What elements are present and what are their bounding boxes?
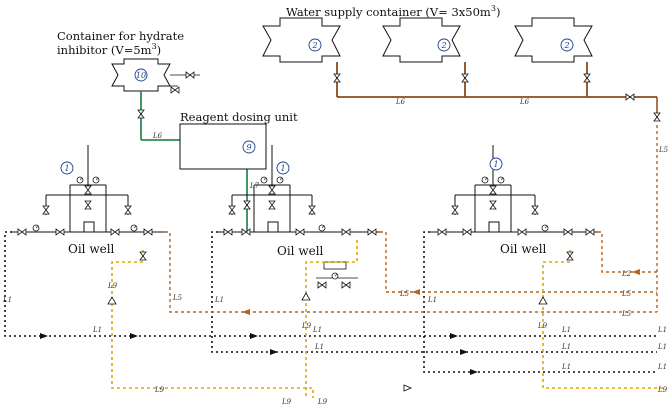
inhibitor-label: L6 [152,132,163,140]
yellow-label-1: L9 [107,282,118,290]
reagent-dosing-unit: 9 [179,123,267,170]
water-header-label-1: L6 [395,98,406,106]
water-tank-1 [262,17,341,63]
well-2-marker [276,161,290,175]
production-lines [4,231,657,373]
well-1-number: 1 [64,164,69,173]
well-1-manifold [12,145,165,233]
well-3-fittings [437,176,595,236]
prod-label-6: L1 [561,326,571,334]
water-header-label-2: L6 [519,98,530,106]
prod-label-5: L1 [312,326,322,334]
return-label-5: L5 [621,310,632,318]
return-label-2: L5 [399,290,410,298]
hydrate-container-title-line1: Container for hydrate [57,29,185,43]
well-3-marker [489,157,503,171]
yellow-label-2: L9 [301,322,312,330]
prod-label-3: L1 [427,296,437,304]
return-lines [165,231,657,313]
hydrate-tank-number: 10 [136,71,146,80]
hydrate-container-title: Container for hydrate inhibitor (V=5m3) [57,30,184,56]
well-3-number: 1 [493,160,498,169]
well-2-label: Oil well [277,244,324,258]
reagent-unit-title: Reagent dosing unit [180,110,298,124]
water-tank-1-number: 2 [311,41,317,50]
yellow-labels: L9 L9 L9 L9 L9 L9 L9 [107,282,668,406]
well-1-marker [60,161,74,175]
well-3-manifold [430,145,598,233]
yellow-markers [107,292,548,392]
prod-label-12: L1 [657,363,667,371]
water-supply-header [336,62,657,98]
water-header-labels: L6 L6 [395,98,530,106]
hydrate-inhibitor-tank: 10 [111,58,200,94]
prod-label-4: L1 [92,326,102,334]
hydrate-container-title-line2: inhibitor (V=5m3) [57,41,162,57]
water-tank-2 [382,17,461,63]
reagent-unit-number: 9 [246,143,251,152]
prod-label-2: L1 [214,296,224,304]
well-2-sampling-assembly [316,261,358,289]
water-tank-number-markers: 2 2 2 [308,38,574,52]
yellow-lines [111,240,663,398]
prod-label-9: L1 [561,363,571,371]
water-return-riser: L5 [653,97,669,312]
production-labels: L1 L1 L1 L1 L1 L1 L1 L1 L1 L1 L1 L1 [2,296,667,371]
production-arrows [40,333,478,375]
prod-label-11: L1 [657,343,667,351]
water-tank-2-number: 2 [440,41,446,50]
well-2-number: 1 [280,164,285,173]
prod-label-8: L1 [561,343,571,351]
well-3-label: Oil well [500,242,547,256]
return-label-4: L5 [621,290,632,298]
water-tank-3 [514,17,593,63]
return-labels: L5 L5 L2 L5 L5 [172,270,632,318]
water-supply-title: Water supply container (V= 3x50m3) [286,4,501,19]
return-label-1: L5 [172,294,183,302]
riser-label: L5 [658,146,669,154]
yellow-label-6: L9 [317,398,328,406]
return-label-3: L2 [621,270,632,278]
yellow-label-7: L9 [657,386,668,394]
water-tank-3-number: 2 [563,41,569,50]
prod-label-1: L1 [2,296,12,304]
well-1-label: Oil well [68,242,115,256]
yellow-label-4: L9 [154,386,165,394]
prod-label-10: L1 [657,326,667,334]
prod-label-7: L1 [314,343,324,351]
return-arrows [242,269,640,315]
yellow-label-5: L9 [281,398,292,406]
yellow-label-3: L9 [537,322,548,330]
